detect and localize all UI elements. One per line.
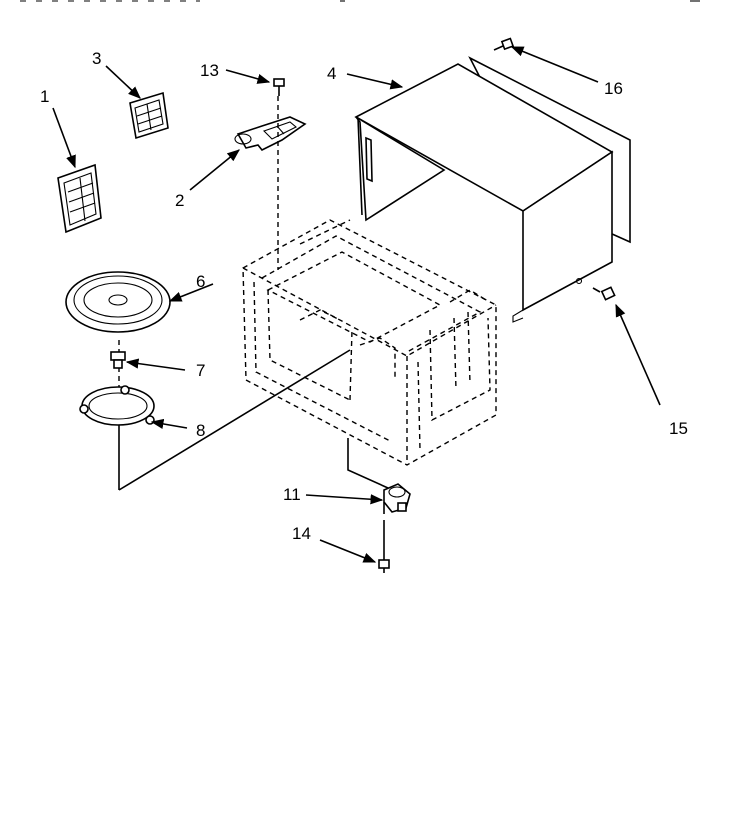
callout-1: 1	[40, 87, 49, 106]
screw-icon	[273, 78, 285, 96]
oven-cavity-outline-icon	[242, 219, 497, 466]
callout-3: 3	[92, 49, 101, 68]
roller-ring-icon	[79, 385, 155, 426]
callout-6: 6	[196, 272, 205, 291]
callout-14: 14	[292, 524, 311, 543]
callout-11: 11	[283, 485, 301, 504]
bracket-icon	[234, 116, 307, 152]
tray-coupler-icon	[110, 351, 126, 369]
cabinet-wrapper-icon	[354, 56, 631, 323]
callout-15: 15	[669, 419, 688, 438]
screw-icon	[378, 520, 390, 573]
callout-2: 2	[175, 191, 184, 210]
waveguide-cover-icon	[129, 91, 169, 140]
leader-arrows	[52, 46, 661, 563]
turntable-motor-icon	[383, 483, 411, 514]
screw-icon	[592, 286, 616, 301]
callout-13: 13	[200, 61, 219, 80]
turntable-glass-tray-icon	[65, 271, 171, 333]
leader-to-cavity	[118, 349, 351, 491]
callout-4: 4	[327, 64, 336, 83]
grille-cover-icon	[57, 163, 102, 234]
callout-8: 8	[196, 421, 205, 440]
motor-connector-line	[347, 438, 389, 489]
callout-16: 16	[604, 79, 623, 98]
callout-7: 7	[196, 361, 205, 380]
screw-icon	[493, 37, 515, 51]
